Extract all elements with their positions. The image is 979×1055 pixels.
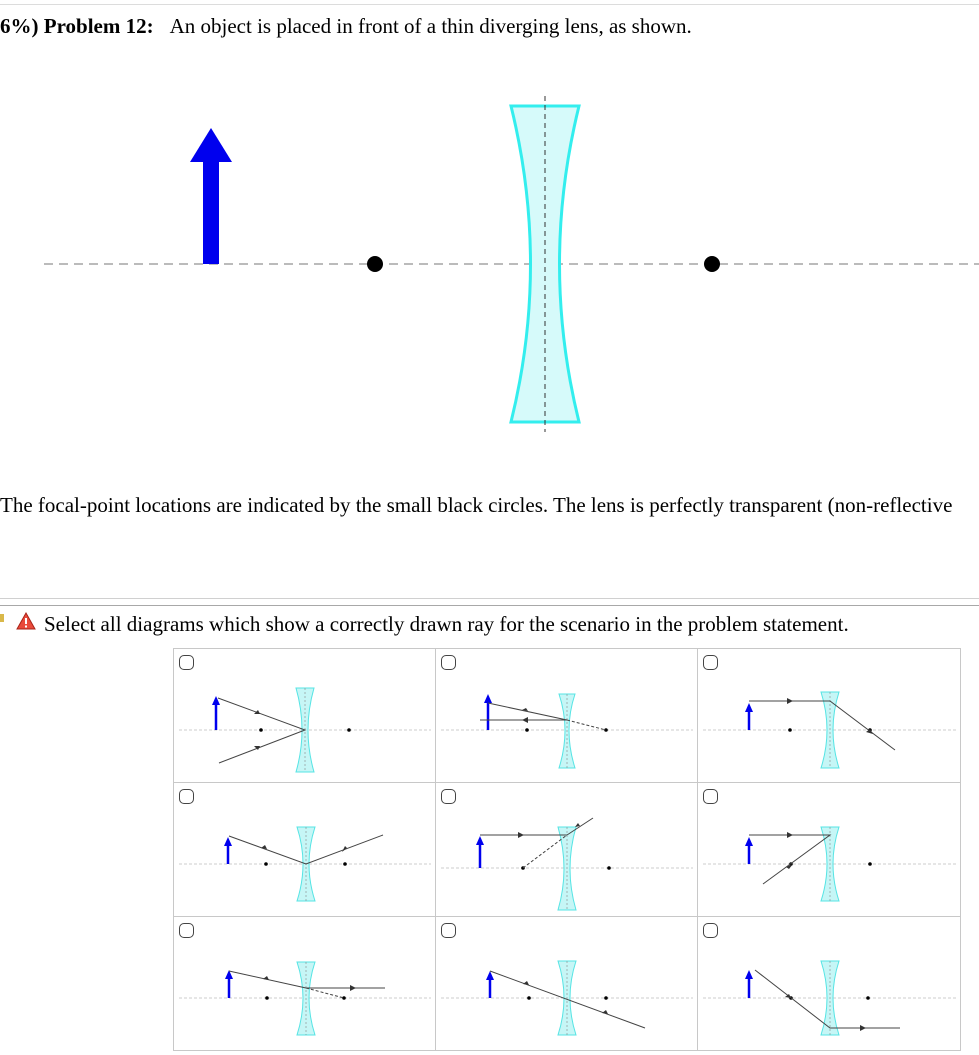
option-9[interactable] (698, 917, 961, 1051)
option-3-diagram (703, 691, 956, 769)
focal-point (604, 996, 608, 1000)
problem-header: 6%) Problem 12: An object is placed in fr… (0, 14, 692, 39)
option-2-diagram (441, 693, 693, 769)
focal-point (527, 996, 531, 1000)
option-1[interactable] (174, 649, 436, 783)
option-2-checkbox[interactable] (441, 655, 456, 670)
option-2[interactable] (436, 649, 698, 783)
ray (749, 834, 832, 885)
ray (489, 970, 646, 1029)
option-1-checkbox[interactable] (179, 655, 194, 670)
warning-icon (16, 612, 36, 630)
ray (749, 700, 896, 751)
focal-point (343, 862, 347, 866)
focal-point-right (704, 256, 720, 272)
ray (566, 817, 594, 836)
ray (487, 702, 568, 721)
option-8-checkbox[interactable] (441, 923, 456, 938)
option-4[interactable] (174, 783, 436, 917)
ray (754, 969, 900, 1029)
focal-point (347, 728, 351, 732)
option-5-diagram (441, 817, 693, 911)
option-8-diagram (441, 960, 693, 1036)
option-6-checkbox[interactable] (703, 789, 718, 804)
object-arrow-shaft (203, 160, 219, 264)
focal-point (868, 862, 872, 866)
main-lens-diagram (44, 96, 979, 432)
option-7-checkbox[interactable] (179, 923, 194, 938)
option-3[interactable] (698, 649, 961, 783)
focal-point (265, 996, 269, 1000)
option-5-checkbox[interactable] (441, 789, 456, 804)
focal-point (259, 728, 263, 732)
diverging-lens (509, 104, 581, 424)
option-3-checkbox[interactable] (703, 655, 718, 670)
problem-statement: An object is placed in front of a thin d… (169, 14, 692, 38)
ray (217, 697, 307, 764)
ray (228, 834, 384, 865)
focal-point (342, 996, 346, 1000)
options-grid (173, 648, 961, 1051)
section-divider-dark (0, 605, 979, 606)
ray-extension (522, 834, 568, 869)
option-7-diagram (179, 961, 431, 1036)
option-9-checkbox[interactable] (703, 923, 718, 938)
option-7[interactable] (174, 917, 436, 1051)
problem-number: Problem 12: (43, 14, 154, 38)
focal-point-left (367, 256, 383, 272)
question-bullet-icon (0, 614, 4, 622)
section-divider (0, 598, 979, 599)
focal-point (525, 728, 529, 732)
focal-point (607, 866, 611, 870)
focal-point (866, 996, 870, 1000)
ray-extension (566, 719, 607, 731)
problem-title: 6%) Problem 12: (0, 14, 154, 38)
option-4-checkbox[interactable] (179, 789, 194, 804)
option-4-diagram (179, 826, 431, 902)
focal-point (264, 862, 268, 866)
option-1-diagram (179, 687, 431, 773)
problem-weight: 6%) (0, 14, 44, 38)
top-divider (0, 4, 979, 5)
focal-point-note: The focal-point locations are indicated … (0, 493, 953, 517)
option-5[interactable] (436, 783, 698, 917)
question-text: Select all diagrams which show a correct… (44, 612, 849, 636)
ray-extension (305, 987, 345, 999)
focal-point (788, 728, 792, 732)
option-6-diagram (703, 826, 956, 902)
option-8[interactable] (436, 917, 698, 1051)
option-9-diagram (703, 960, 956, 1036)
object-arrow-head (190, 128, 232, 162)
option-6[interactable] (698, 783, 961, 917)
